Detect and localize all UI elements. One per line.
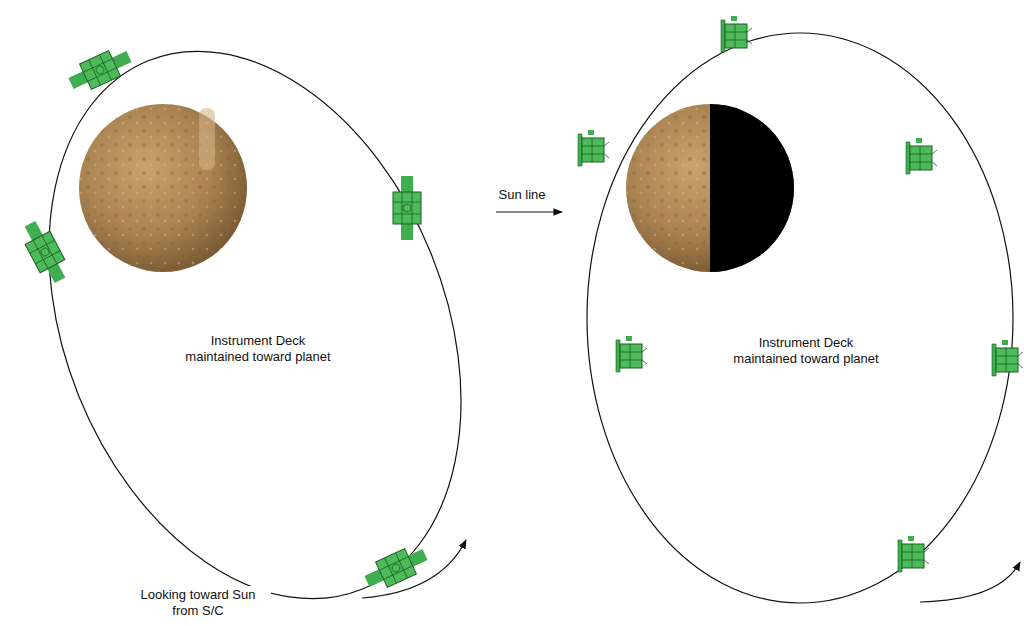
direction-label: Sun line	[496, 186, 549, 204]
annotation-label: Looking toward Sun from S/C	[125, 586, 271, 620]
annotation-label: Instrument Deck maintained toward planet	[175, 332, 341, 366]
annotation-label: Instrument Deck maintained toward planet	[723, 334, 889, 368]
